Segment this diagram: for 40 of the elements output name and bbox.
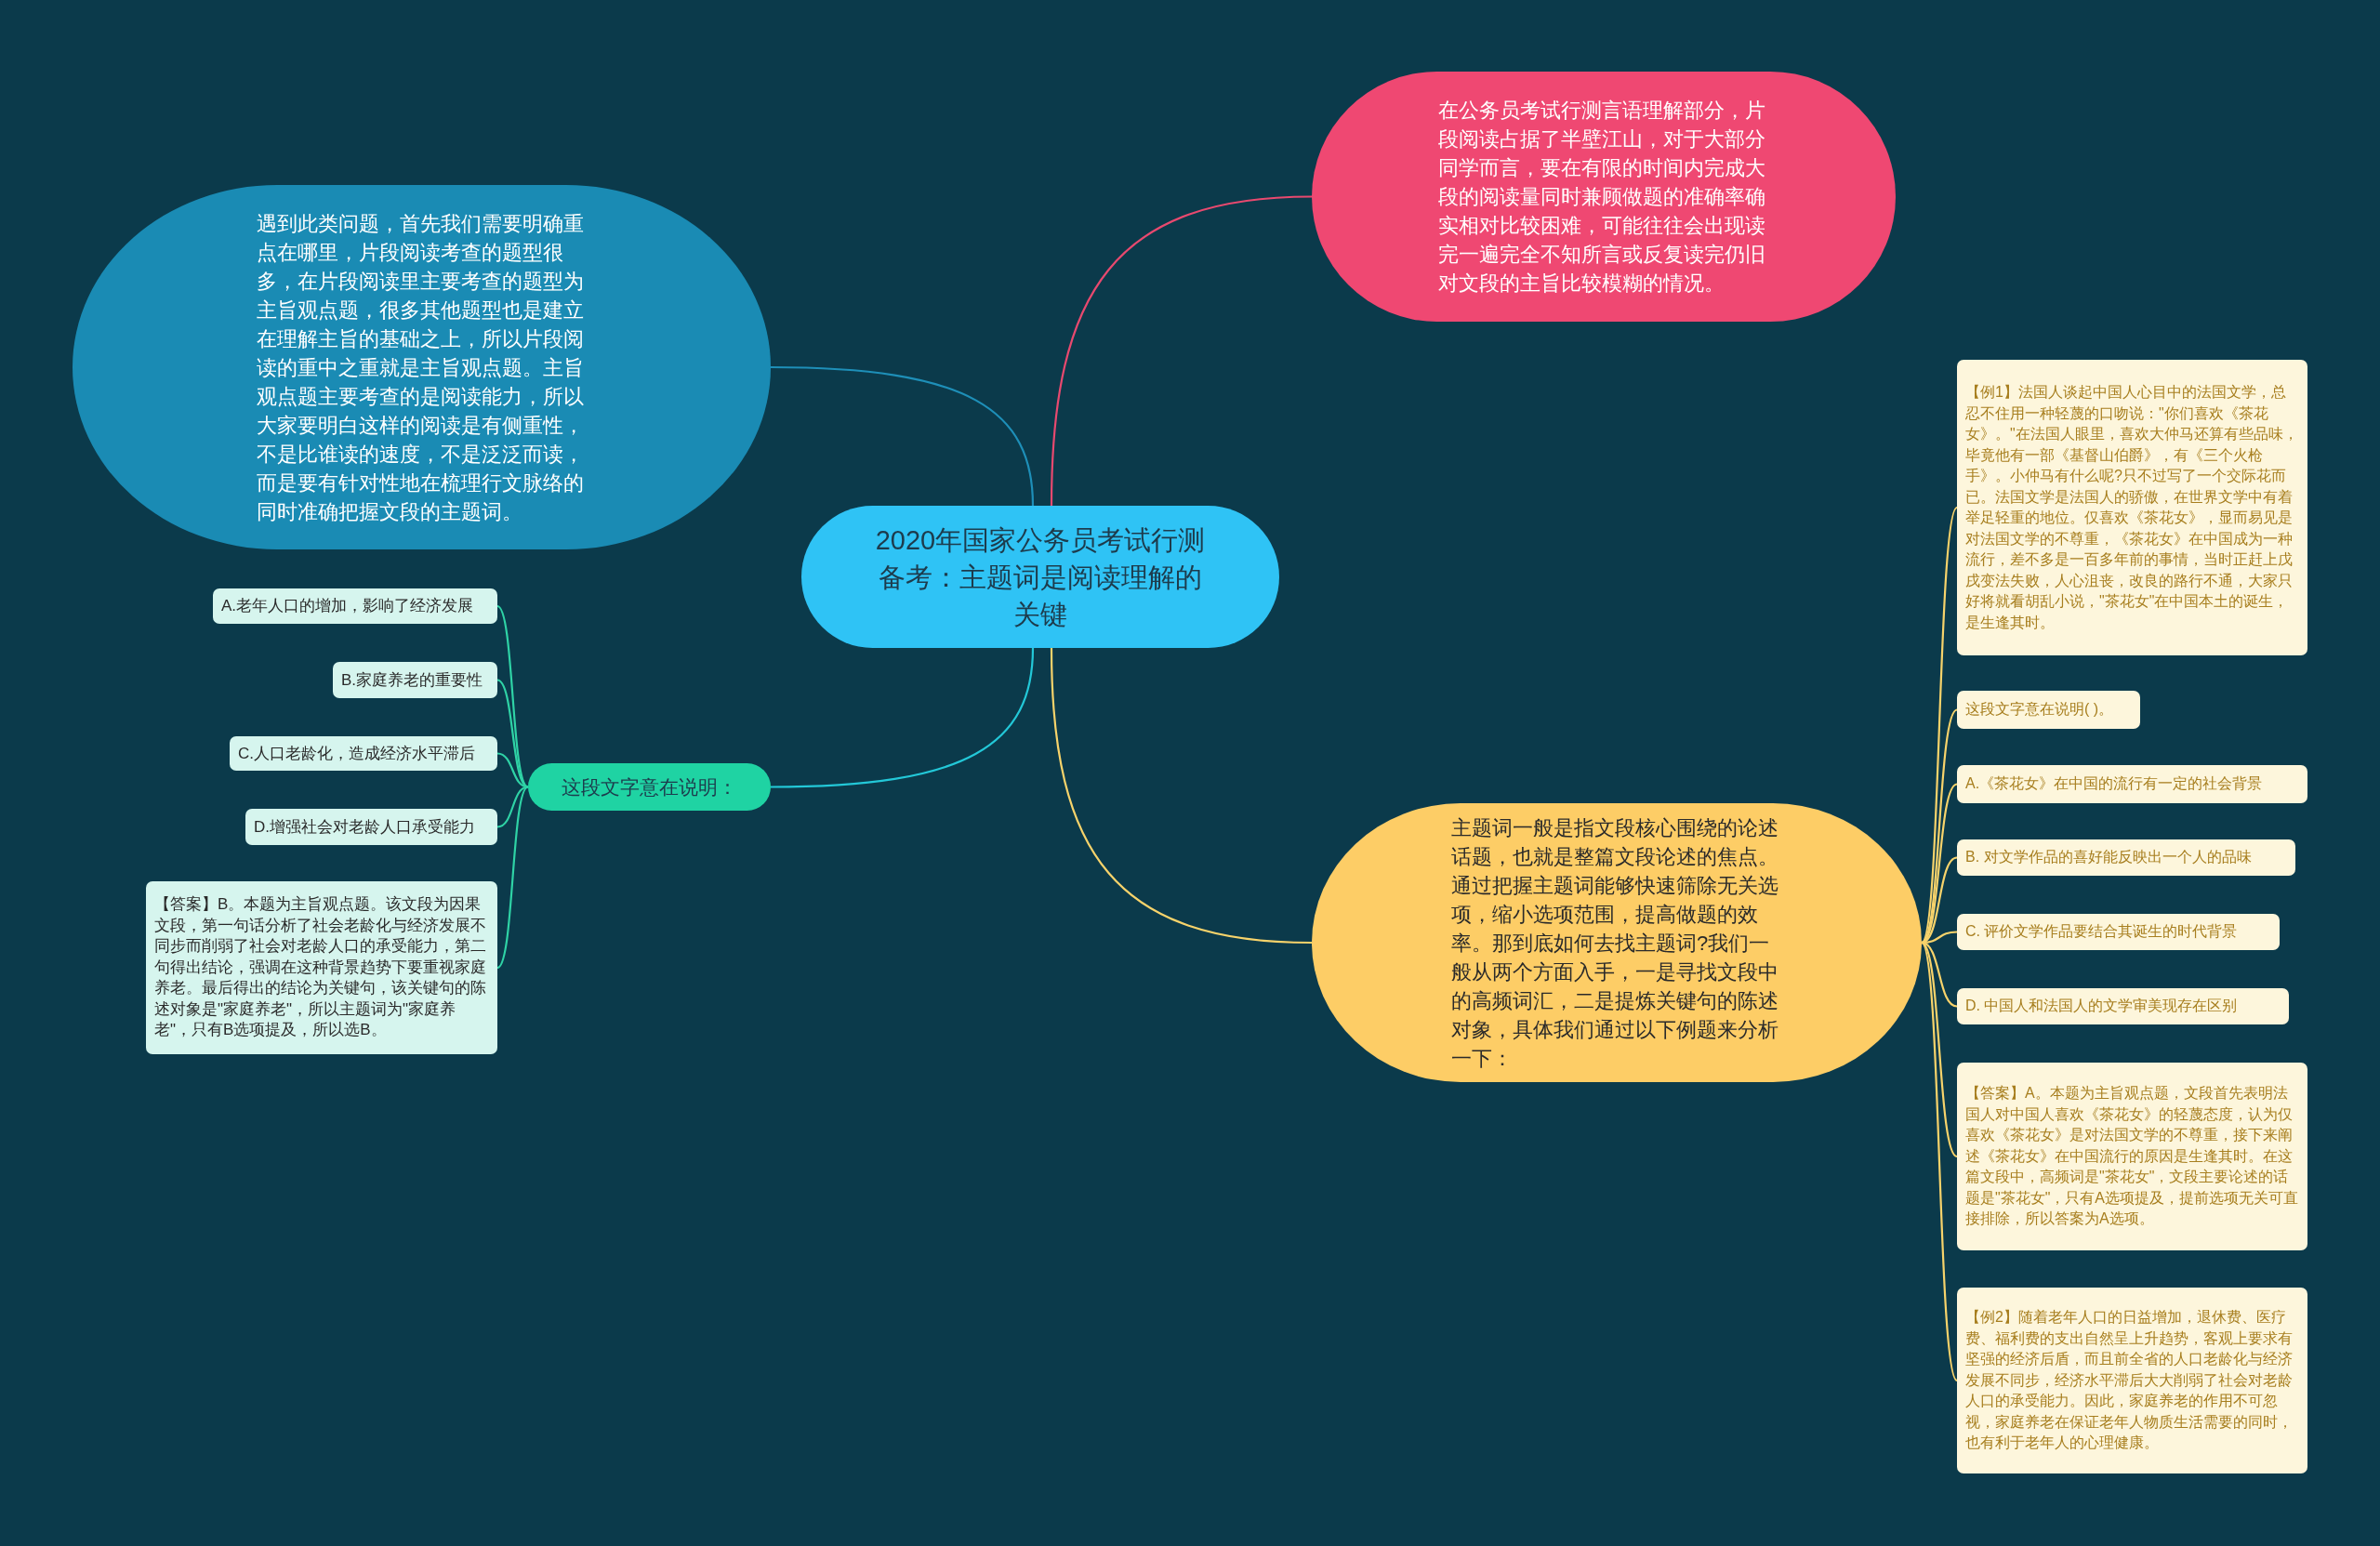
text-card [1957, 691, 2140, 729]
bubble-text: 【例1】法国人谈起中国人心目中的法国文学，总忍不住用一种轻蔑的口吻说："你们喜欢《茶花女》。"在法国人眼里，喜欢大仲马还算有些品味，毕竟他有一部《基督山伯爵》，有《三个火枪手》。小仲马有什么呢?只不过写了一个交际花而已。法国文学是法国人的骄傲，在世界文学中有着举足轻重的地位。仅喜欢《茶花女》，显而易见是对法国文学的不尊重，《茶花女》在中国成为一种流行，差不多是一百多年前的事情，当时正赶上戊戌变法失败，人心沮丧，改良的路行不通，大家只好将就看胡乱小说，"茶花女"在中国本土的诞生，是生逢其时。 [1965, 383, 2299, 632]
text-card [1957, 988, 2289, 1024]
bubble-text: A.《茶花女》在中国的流行有一定的社会背景 [1965, 774, 2264, 794]
text-card [1957, 360, 2307, 655]
option-card [333, 662, 497, 698]
bubble-text: 在公务员考试行测言语理解部分，片段阅读占据了半壁江山，对于大部分同学而言，要在有限的时间内完成大段的阅读量同时兼顾做题的准确率确实相对比较困难，可能往往会出现读完一遍完全不知所言或反复读完仍旧对文段的主旨比较模糊的情况。 [1438, 98, 1766, 297]
connector-line [496, 679, 529, 788]
bubble-text: 【答案】B。本题为主旨观点题。该文段为因果文段，第一句话分析了社会老龄化与经济发展不同步而削弱了社会对老龄人口的承受能力，第二句得出结论，强调在这种背景趋势下要重视家庭养老。最后得出的结论为关键句，该关键句的陈述对象是"家庭养老"，所以主题词为"家庭养老"，只有B选项提及，所以选B。 [154, 894, 487, 1041]
text-card [1957, 1288, 2307, 1473]
text-card [1957, 1063, 2307, 1250]
text-card [1957, 914, 2280, 950]
bubble-text: D.增强社会对老龄人口承受能力 [254, 816, 476, 838]
connector-line [770, 365, 1035, 507]
bubble-text: 遇到此类问题，首先我们需要明确重点在哪里，片段阅读考查的题型很多，在片段阅读里主要考查的题型为主旨观点题，很多其他题型也是建立在理解主旨的基础之上，所以片段阅读的重中之重就是主旨观点题。主旨观点题主要考查的是阅读能力，所以大家要明白这样的阅读是有侧重性，不是比谁读的速度，不是泛泛而读，而是要有针对性地在梳理行文脉络的同时准确把握文段的主题词。 [256, 210, 585, 525]
bubble-text: A.老年人口的增加，影响了经济发展 [221, 596, 475, 616]
bubble-text: B. 对文学作品的喜好能反映出一个人的品味 [1965, 848, 2253, 867]
bubble-text: C.人口老龄化，造成经济水平滞后 [238, 743, 476, 764]
connector-line [1050, 195, 1313, 507]
topic-pill [528, 763, 771, 811]
option-card [245, 809, 497, 845]
answer-card [146, 881, 497, 1054]
text-card [1957, 765, 2307, 803]
bubble-text: 【例2】随着老年人口的日益增加，退休费、医疗费、福利费的支出自然呈上升趋势，客观上要求有坚强的经济后盾，而且前全省的人口老龄化与经济发展不同步，经济水平滞后大大削弱了社会对老龄人口的承受能力。因此，家庭养老的作用不可忽视，家庭养老在保证老年人物质生活需要的同时，也有利于老年人的心理健康。 [1965, 1308, 2294, 1453]
option-card [230, 736, 497, 771]
bubble-text: 主题词一般是指文段核心围绕的论述话题，也就是整篇文段论述的焦点。通过把握主题词能够快速筛除无关选项，缩小选项范围，提高做题的效率。那到底如何去找主题词?我们一般从两个方面入手，一是寻找文段中的高频词汇，二是提炼关键句的陈述对象，具体我们通过以下例题来分析一下： [1451, 814, 1779, 1072]
connector-line [1050, 647, 1313, 945]
text-card [1957, 839, 2295, 876]
bubble-text: C. 评价文学作品要结合其诞生的时代背景 [1965, 922, 2239, 942]
connector-line [1921, 942, 1958, 1381]
bubble-text: 这段文字意在说明： [561, 774, 738, 799]
connector-line [496, 786, 529, 969]
connector-line [770, 647, 1035, 788]
bubble-text: 这段文字意在说明( )。 [1965, 700, 2115, 720]
bubble-text: 2020年国家公务员考试行测备考：主题词是阅读理解的关键 [874, 523, 1207, 631]
option-card [213, 588, 497, 624]
bubble-text: B.家庭养老的重要性 [341, 669, 484, 691]
bubble-text: D. 中国人和法国人的文学审美现存在区别 [1965, 997, 2239, 1016]
bubble-text: 【答案】A。本题为主旨观点题，文段首先表明法国人对中国人喜欢《茶花女》的轻蔑态度，认为仅喜欢《茶花女》是对法国文学的不尊重，接下来阐述《茶花女》在中国流行的原因是生逢其时。在这篇文段中，高频词是"茶花女"，文段主要论述的话题是"茶花女"，只有A选项提及，提前选项无关可直接排除，所以答案为A选项。 [1965, 1084, 2299, 1229]
connector-line [1921, 942, 1958, 1157]
